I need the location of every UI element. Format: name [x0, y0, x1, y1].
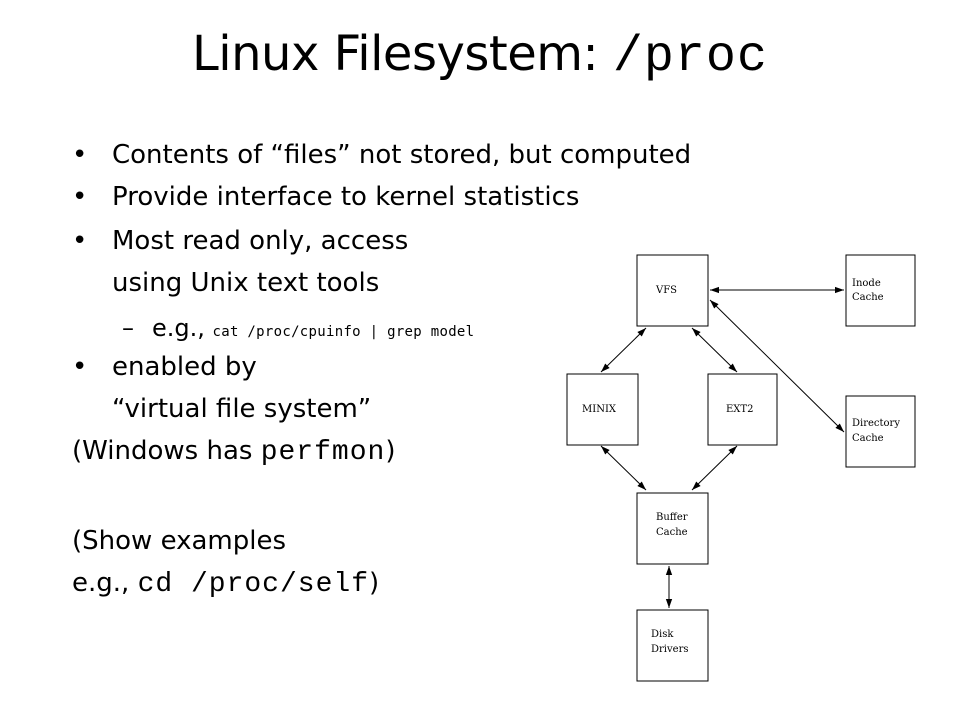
sub-bullet: e.g., cat /proc/cpuinfo | grep model [152, 314, 474, 343]
vfs-ext2-arrow [691, 327, 738, 373]
minix-buffer-arrow [600, 445, 647, 491]
bullet-text: enabled by [112, 352, 257, 382]
show-examples-code: cd /proc/self [137, 569, 369, 600]
buffer-cache-box [636, 492, 709, 565]
buffer-cache-label-line1: Buffer [656, 512, 688, 523]
bullet-dot: • [72, 182, 88, 212]
show-examples-after: ) [369, 568, 380, 598]
buffer-cache-label-line2: Cache [656, 527, 688, 538]
sub-bullet-prefix: e.g., [152, 314, 213, 342]
directory-cache-box [845, 395, 916, 468]
bullet-text: Contents of “files” not stored, but comp… [112, 140, 692, 170]
directory-cache-label-line1: Directory [852, 418, 900, 429]
bullet-dot: • [72, 352, 88, 382]
windows-note-before: (Windows has [72, 436, 261, 466]
sub-bullet-command: cat /proc/cpuinfo | grep model [212, 324, 475, 340]
title-text: Linux Filesystem: [192, 26, 613, 82]
show-examples-prefix: e.g., [72, 568, 138, 598]
windows-note-after: ) [385, 436, 396, 466]
disk-drivers-label-line1: Disk [651, 629, 674, 640]
vfs-directory-arrow [709, 299, 845, 433]
slide-title: Linux Filesystem: /proc [0, 26, 960, 88]
bullet-text-continued: using Unix text tools [112, 268, 380, 298]
show-examples-example: e.g., cd /proc/self) [72, 568, 379, 602]
disk-drivers-box [636, 609, 709, 682]
inode-cache-label-line2: Cache [852, 292, 884, 303]
vfs-label: VFS [655, 285, 677, 296]
bullet-text: Most read only, access [112, 226, 409, 256]
show-examples-line: (Show examples [72, 526, 287, 556]
inode-cache-label-line1: Inode [852, 278, 881, 289]
bullet-dot: • [72, 226, 88, 256]
sub-bullet-dash: – [122, 314, 134, 342]
bullet-dot: • [72, 140, 88, 170]
vfs-box [636, 254, 709, 327]
directory-cache-label-line2: Cache [852, 433, 884, 444]
windows-note: (Windows has perfmon) [72, 436, 395, 470]
inode-cache-box [845, 254, 916, 327]
disk-drivers-label-line2: Drivers [651, 644, 688, 655]
windows-note-code: perfmon [260, 437, 386, 468]
minix-box [566, 373, 639, 446]
vfs-minix-arrow [600, 327, 647, 373]
bullet-text: Provide interface to kernel statistics [112, 182, 580, 212]
ext2-buffer-arrow [691, 445, 738, 491]
ext2-label: EXT2 [726, 404, 753, 415]
bullet-text-continued: “virtual file system” [112, 394, 372, 424]
title-code: /proc [612, 29, 768, 86]
ext2-box [707, 373, 778, 446]
minix-label: MINIX [582, 404, 617, 415]
